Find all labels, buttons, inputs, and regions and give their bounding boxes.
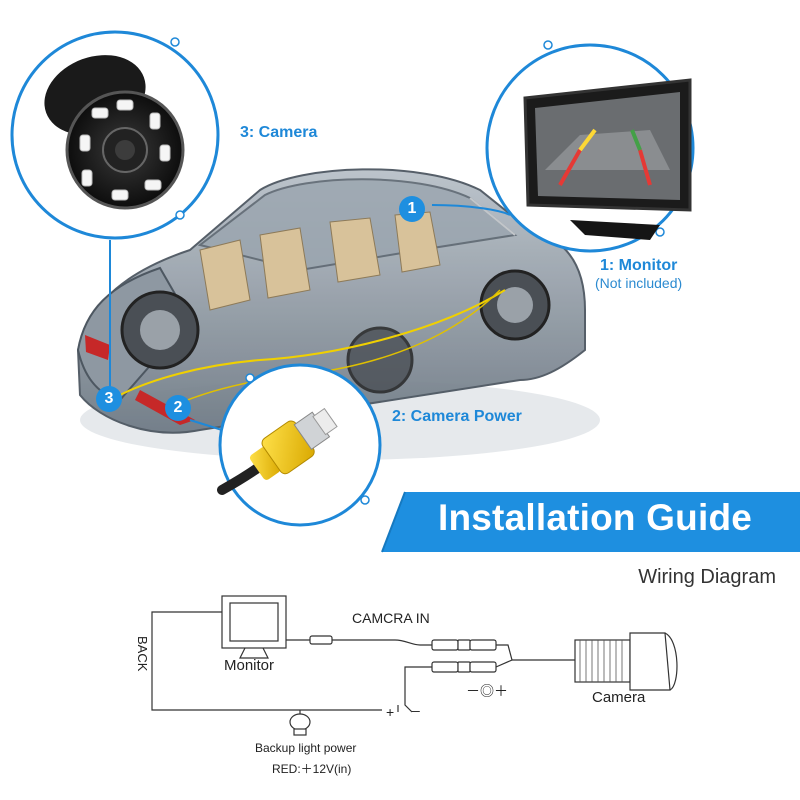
monitor-wiring-label: Monitor — [224, 657, 275, 674]
callout-number-monitor: 1 — [399, 196, 425, 222]
back-label: BACK — [135, 636, 150, 672]
callout-number-camera: 3 — [96, 386, 122, 412]
monitor-note: (Not included) — [595, 275, 683, 291]
minus-terminal: – — [412, 702, 420, 718]
camera-callout — [10, 30, 220, 388]
wiring-diagram-title: Wiring Diagram — [638, 566, 776, 588]
camera-power-label: 2: Camera Power — [392, 408, 522, 425]
red-voltage-label: RED:＋12V(in) — [272, 762, 352, 776]
camera-wiring-label: Camera — [592, 689, 646, 706]
camera-in-label: CAMCRA IN — [352, 610, 430, 626]
car-illustration — [76, 168, 600, 460]
callout-number-power: 2 — [165, 395, 191, 421]
plus-terminal: + — [386, 704, 395, 720]
backup-light-power-label: Backup light power — [255, 741, 357, 755]
monitor-label: 1: Monitor — [600, 257, 678, 274]
camera-label: 3: Camera — [240, 124, 318, 141]
power-callout — [189, 363, 382, 527]
wiring-diagram-lines — [151, 595, 678, 736]
polarity-symbol: －◎＋ — [466, 683, 508, 699]
banner-background — [382, 492, 800, 552]
installation-guide-title: Installation Guide — [438, 497, 753, 538]
monitor-callout — [431, 40, 695, 253]
